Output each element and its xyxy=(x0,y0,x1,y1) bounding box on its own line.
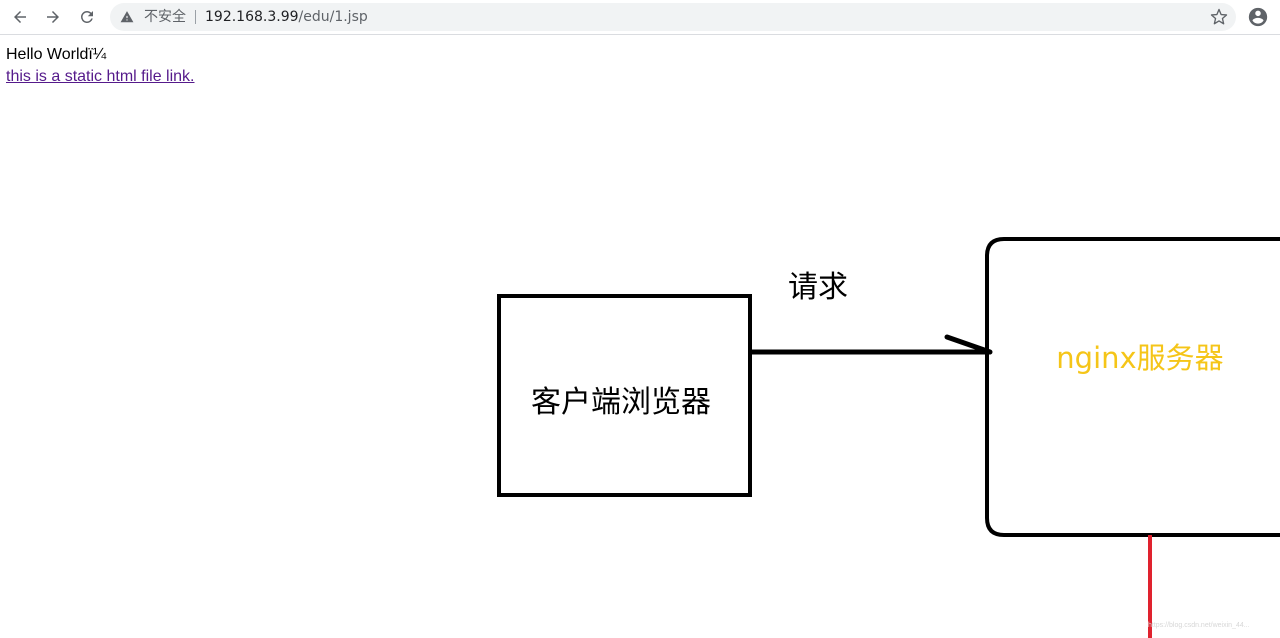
security-label[interactable]: 不安全 xyxy=(144,9,186,25)
request-arrow-head xyxy=(944,334,993,355)
nginx-server-box xyxy=(985,237,1280,537)
client-browser-label: 客户端浏览器 xyxy=(531,385,711,420)
nginx-server-label: nginx服务器 xyxy=(1056,341,1223,375)
back-button[interactable] xyxy=(6,3,34,31)
back-arrow-icon xyxy=(14,11,26,23)
static-html-link[interactable]: this is a static html file link. xyxy=(6,68,195,85)
page-content: Hello Worldï¼ this is a static html file… xyxy=(6,44,195,88)
forward-button[interactable] xyxy=(39,3,67,31)
hello-world-text: Hello Worldï¼ xyxy=(6,46,107,63)
star-icon[interactable] xyxy=(1210,8,1228,26)
separator xyxy=(195,10,196,24)
account-button[interactable] xyxy=(1245,4,1271,30)
warning-icon[interactable] xyxy=(120,10,134,24)
forward-arrow-icon xyxy=(47,11,59,23)
url-path: /edu/1.jsp xyxy=(298,9,368,25)
watermark: https://blog.csdn.net/weixin_44... xyxy=(1148,622,1250,629)
client-browser-box xyxy=(497,294,752,497)
address-bar[interactable]: 不安全 192.168.3.99/edu/1.jsp xyxy=(110,3,1236,31)
url-text[interactable]: 192.168.3.99/edu/1.jsp xyxy=(205,3,368,31)
account-icon xyxy=(1248,7,1268,27)
browser-toolbar: 不安全 192.168.3.99/edu/1.jsp xyxy=(0,0,1280,35)
request-label: 请求 xyxy=(788,270,848,305)
url-host: 192.168.3.99 xyxy=(205,9,299,25)
